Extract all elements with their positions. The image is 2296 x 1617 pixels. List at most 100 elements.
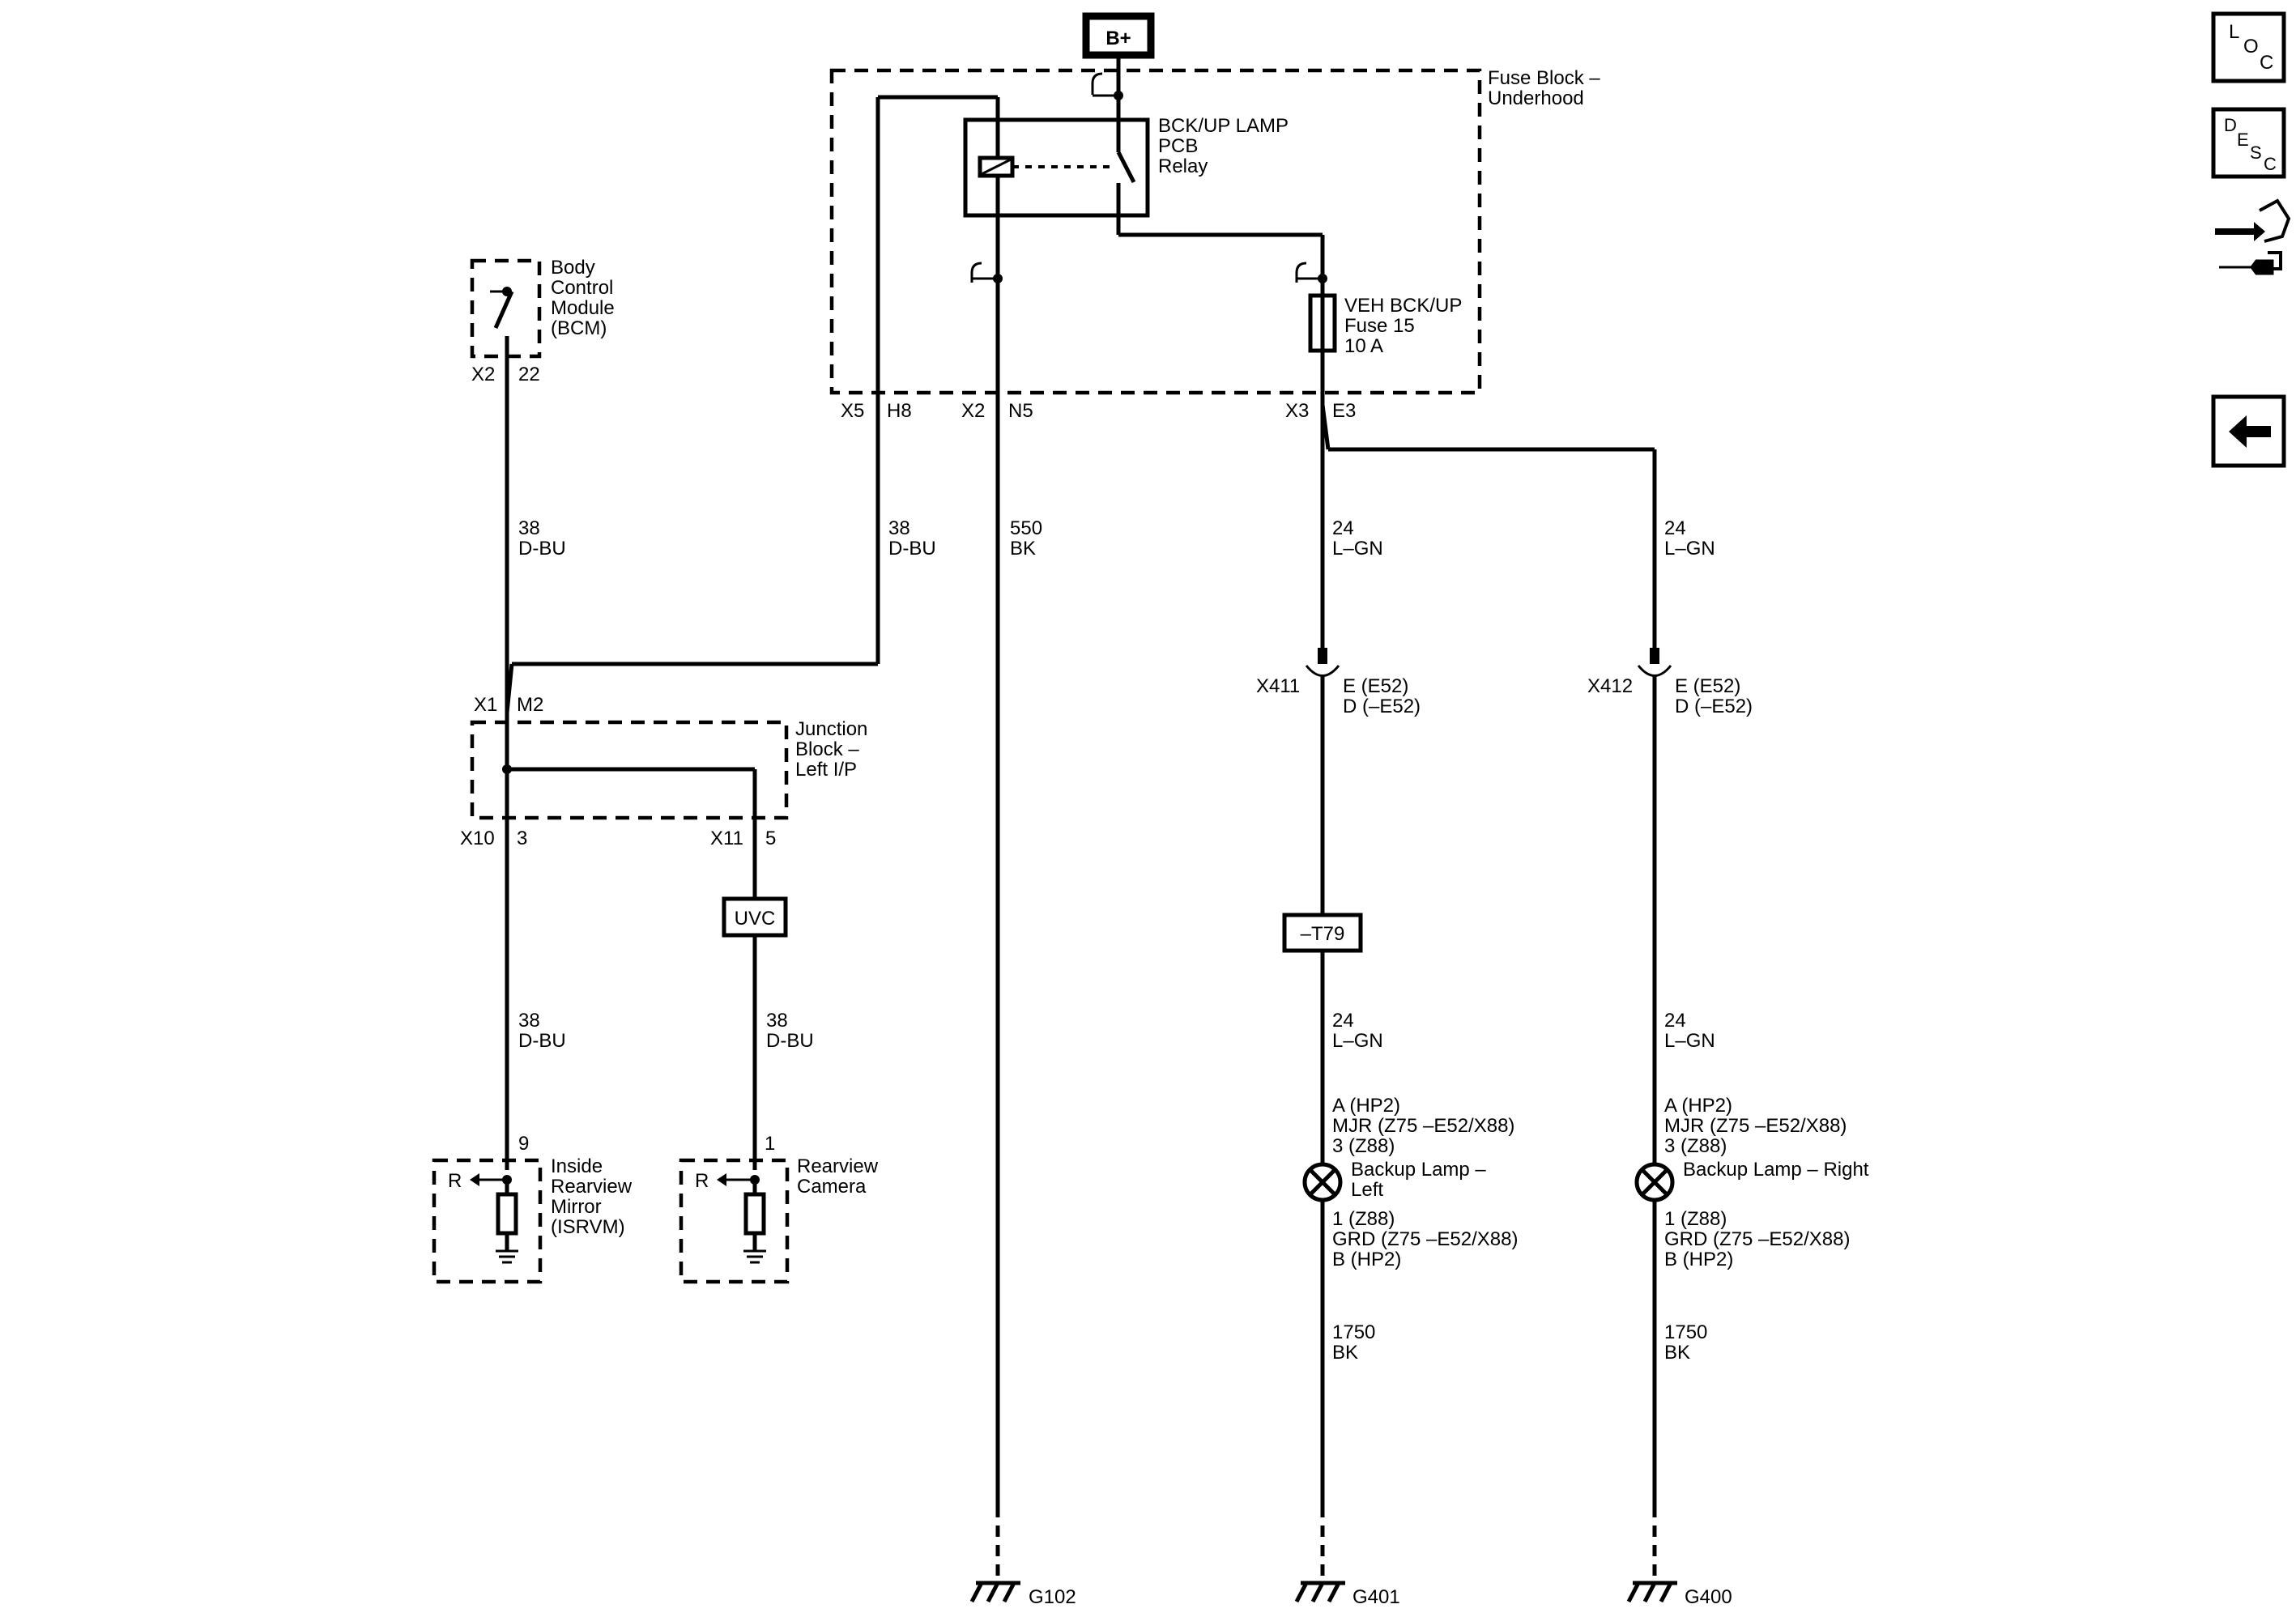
bcm-pin: 22: [518, 364, 540, 385]
supply-label: B+: [1105, 28, 1131, 49]
svg-text:C: C: [2260, 52, 2273, 74]
bcm-connector: X2: [471, 364, 495, 385]
svg-text:O: O: [2243, 36, 2259, 57]
fb-pin-e3: E3: [1332, 400, 1356, 422]
right-lamp-wire-gauge: 24: [1664, 1010, 1686, 1032]
back-arrow-icon[interactable]: [2211, 394, 2286, 468]
left-feed-color: L–GN: [1332, 538, 1383, 560]
fb-pin-x3: X3: [1285, 400, 1309, 422]
left-lamp-wire-color: L–GN: [1332, 1030, 1383, 1052]
left-ground-color: BK: [1332, 1342, 1358, 1364]
bcm-switch: [493, 290, 514, 330]
mirror-resistor: [496, 1192, 518, 1236]
right-lamp-pin-top-2: MJR (Z75 –E52/X88): [1664, 1115, 1847, 1137]
fuse-block-name-1: Fuse Block –: [1488, 67, 1600, 89]
right-ground-color: BK: [1664, 1342, 1690, 1364]
camera-label-1: Rearview: [797, 1155, 879, 1177]
right-lamp-pin-top-1: A (HP2): [1664, 1095, 1732, 1117]
splice-hook-top: [1091, 72, 1103, 95]
jb-out2-conn: X11: [710, 828, 743, 849]
left-lamp-name-2: Left: [1351, 1179, 1383, 1201]
left-lamp-pin-top-3: 3 (Z88): [1332, 1135, 1395, 1157]
jb-out1-conn: X10: [460, 828, 495, 849]
camera-r-label: R: [695, 1170, 709, 1192]
jb-out2-pin: 5: [765, 828, 776, 849]
svg-text:D: D: [2224, 115, 2237, 135]
bcm-wire-gauge: 38: [518, 517, 540, 539]
h8-wire-gauge: 38: [888, 517, 910, 539]
fuse-block-name-2: Underhood: [1488, 87, 1584, 109]
x411-line1: E (E52): [1343, 675, 1408, 697]
h8-wire-color: D-BU: [888, 538, 936, 560]
jb-label-2: Block –: [795, 738, 859, 760]
ground-g400: [1626, 1506, 1677, 1603]
connector-x412: [1637, 648, 1672, 1170]
left-ground-gauge: 1750: [1332, 1321, 1375, 1343]
right-lamp-pin-bot-3: B (HP2): [1664, 1249, 1733, 1270]
mirror-wire-color: D-BU: [518, 1030, 566, 1052]
right-ground-gauge: 1750: [1664, 1321, 1707, 1343]
right-feed-gauge: 24: [1664, 517, 1686, 539]
camera-wire-color: D-BU: [766, 1030, 814, 1052]
connector-x411: [1305, 648, 1340, 915]
jb-out1-pin: 3: [517, 828, 527, 849]
camera-label-2: Camera: [797, 1176, 867, 1198]
x412-line1: E (E52): [1675, 675, 1740, 697]
ground-g102: [969, 1506, 1020, 1603]
svg-text:L: L: [2229, 21, 2239, 43]
camera-pin: 1: [765, 1133, 775, 1155]
fuse-label-1: VEH BCK/UP: [1344, 295, 1462, 317]
svg-text:C: C: [2264, 154, 2277, 174]
fb-pin-x5: X5: [841, 400, 864, 422]
right-lamp-pin-bot-2: GRD (Z75 –E52/X88): [1664, 1228, 1850, 1250]
relay-label-1: BCK/UP LAMP: [1158, 115, 1289, 137]
right-lamp-wire-color: L–GN: [1664, 1030, 1715, 1052]
right-lamp-name-1: Backup Lamp – Right: [1683, 1159, 1869, 1181]
connector-repair-icon[interactable]: [2215, 198, 2291, 275]
left-lamp-pin-bot-2: GRD (Z75 –E52/X88): [1332, 1228, 1518, 1250]
fuse-label-3: 10 A: [1344, 335, 1383, 357]
ground-wire-color: BK: [1010, 538, 1036, 560]
mirror-outline: [432, 1158, 543, 1284]
x411-name: X411: [1256, 675, 1300, 697]
right-lamp-pin-top-3: 3 (Z88): [1664, 1135, 1727, 1157]
ground-g400-label: G400: [1685, 1586, 1732, 1608]
left-lamp-bulb-icon: [1302, 1162, 1343, 1202]
left-lamp-pin-bot-3: B (HP2): [1332, 1249, 1401, 1270]
mirror-label-3: Mirror: [551, 1196, 602, 1218]
bcm-outline: [470, 258, 542, 359]
junction-block-outline: [470, 720, 789, 820]
bcm-label-2: Control: [551, 277, 613, 299]
right-lamp-bulb-icon: [1634, 1162, 1675, 1202]
description-icon[interactable]: D E S C: [2211, 107, 2286, 179]
bcm-label-3: Module: [551, 297, 615, 319]
fb-pin-h8: H8: [887, 400, 912, 422]
fb-pin-n5: N5: [1008, 400, 1033, 422]
svg-text:S: S: [2250, 143, 2262, 163]
left-lamp-pin-top-2: MJR (Z75 –E52/X88): [1332, 1115, 1514, 1137]
t79-label: –T79: [1301, 923, 1345, 945]
location-icon[interactable]: L O C: [2211, 11, 2286, 83]
relay-switch: [1116, 151, 1136, 184]
mirror-label-1: Inside: [551, 1155, 603, 1177]
ground-g102-label: G102: [1029, 1586, 1076, 1608]
camera-wire-gauge: 38: [766, 1010, 788, 1032]
x411-line2: D (–E52): [1343, 696, 1421, 717]
jb-in-conn: X1: [474, 694, 497, 716]
camera-resistor: [743, 1192, 766, 1236]
ground-wire-gauge: 550: [1010, 517, 1042, 539]
mirror-label-2: Rearview: [551, 1176, 633, 1198]
mirror-wire-gauge: 38: [518, 1010, 540, 1032]
right-lamp-pin-bot-1: 1 (Z88): [1664, 1208, 1727, 1230]
right-feed-color: L–GN: [1664, 538, 1715, 560]
svg-text:E: E: [2237, 130, 2249, 150]
mirror-pin: 9: [518, 1133, 529, 1155]
jb-in-pin: M2: [517, 694, 543, 716]
jb-label-3: Left I/P: [795, 759, 857, 781]
relay-label-3: Relay: [1158, 155, 1208, 177]
jb-label-1: Junction: [795, 718, 867, 740]
fuse-block-outline: [829, 68, 1482, 395]
ground-g401: [1294, 1506, 1345, 1603]
left-lamp-pin-bot-1: 1 (Z88): [1332, 1208, 1395, 1230]
